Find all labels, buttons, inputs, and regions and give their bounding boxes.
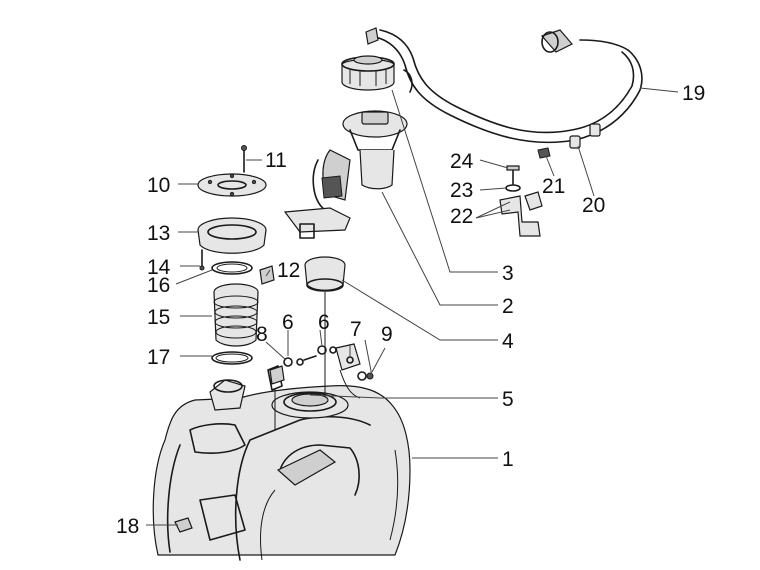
- fuel-cap: [341, 55, 395, 91]
- callout-2: 2: [502, 295, 514, 318]
- callout-8: 8: [256, 323, 268, 346]
- fuel-pump: [283, 110, 408, 239]
- callout-18: 18: [116, 515, 139, 538]
- callout-3: 3: [502, 262, 514, 285]
- callout-5: 5: [502, 388, 514, 411]
- callout-16: 16: [147, 274, 170, 297]
- callout-4: 4: [502, 330, 514, 353]
- hose-clamp: [211, 351, 253, 365]
- callout-6a: 6: [282, 311, 294, 334]
- callout-23: 23: [450, 179, 473, 202]
- mount-hardware: [269, 343, 374, 399]
- callout-13: 13: [147, 222, 170, 245]
- leader-lines: [146, 87, 679, 526]
- callout-12: 12: [277, 259, 300, 282]
- fuel-tank: [152, 365, 411, 561]
- hose-bracket: [499, 165, 543, 237]
- callout-20: 20: [582, 194, 605, 217]
- callout-6b: 6: [318, 311, 330, 334]
- pump-seal: [304, 256, 346, 395]
- callout-17: 17: [147, 346, 170, 369]
- callout-19: 19: [682, 82, 705, 105]
- breather-hose: [365, 27, 643, 159]
- callout-7: 7: [350, 318, 362, 341]
- callout-24: 24: [450, 150, 474, 173]
- callout-labels: 1 2 3 4 5 6 6 7 8 9 10 11 12 13 14 15 16…: [116, 82, 705, 538]
- filler-bellows: [213, 283, 259, 347]
- callout-22: 22: [450, 205, 473, 228]
- callout-21: 21: [542, 175, 565, 198]
- callout-14: 14: [147, 256, 171, 279]
- callout-9: 9: [381, 323, 393, 346]
- callout-10: 10: [147, 174, 170, 197]
- gasket: [211, 261, 253, 275]
- callout-11: 11: [265, 149, 287, 172]
- callout-1: 1: [502, 448, 514, 471]
- callout-15: 15: [147, 306, 170, 329]
- flange-plate: [197, 145, 267, 197]
